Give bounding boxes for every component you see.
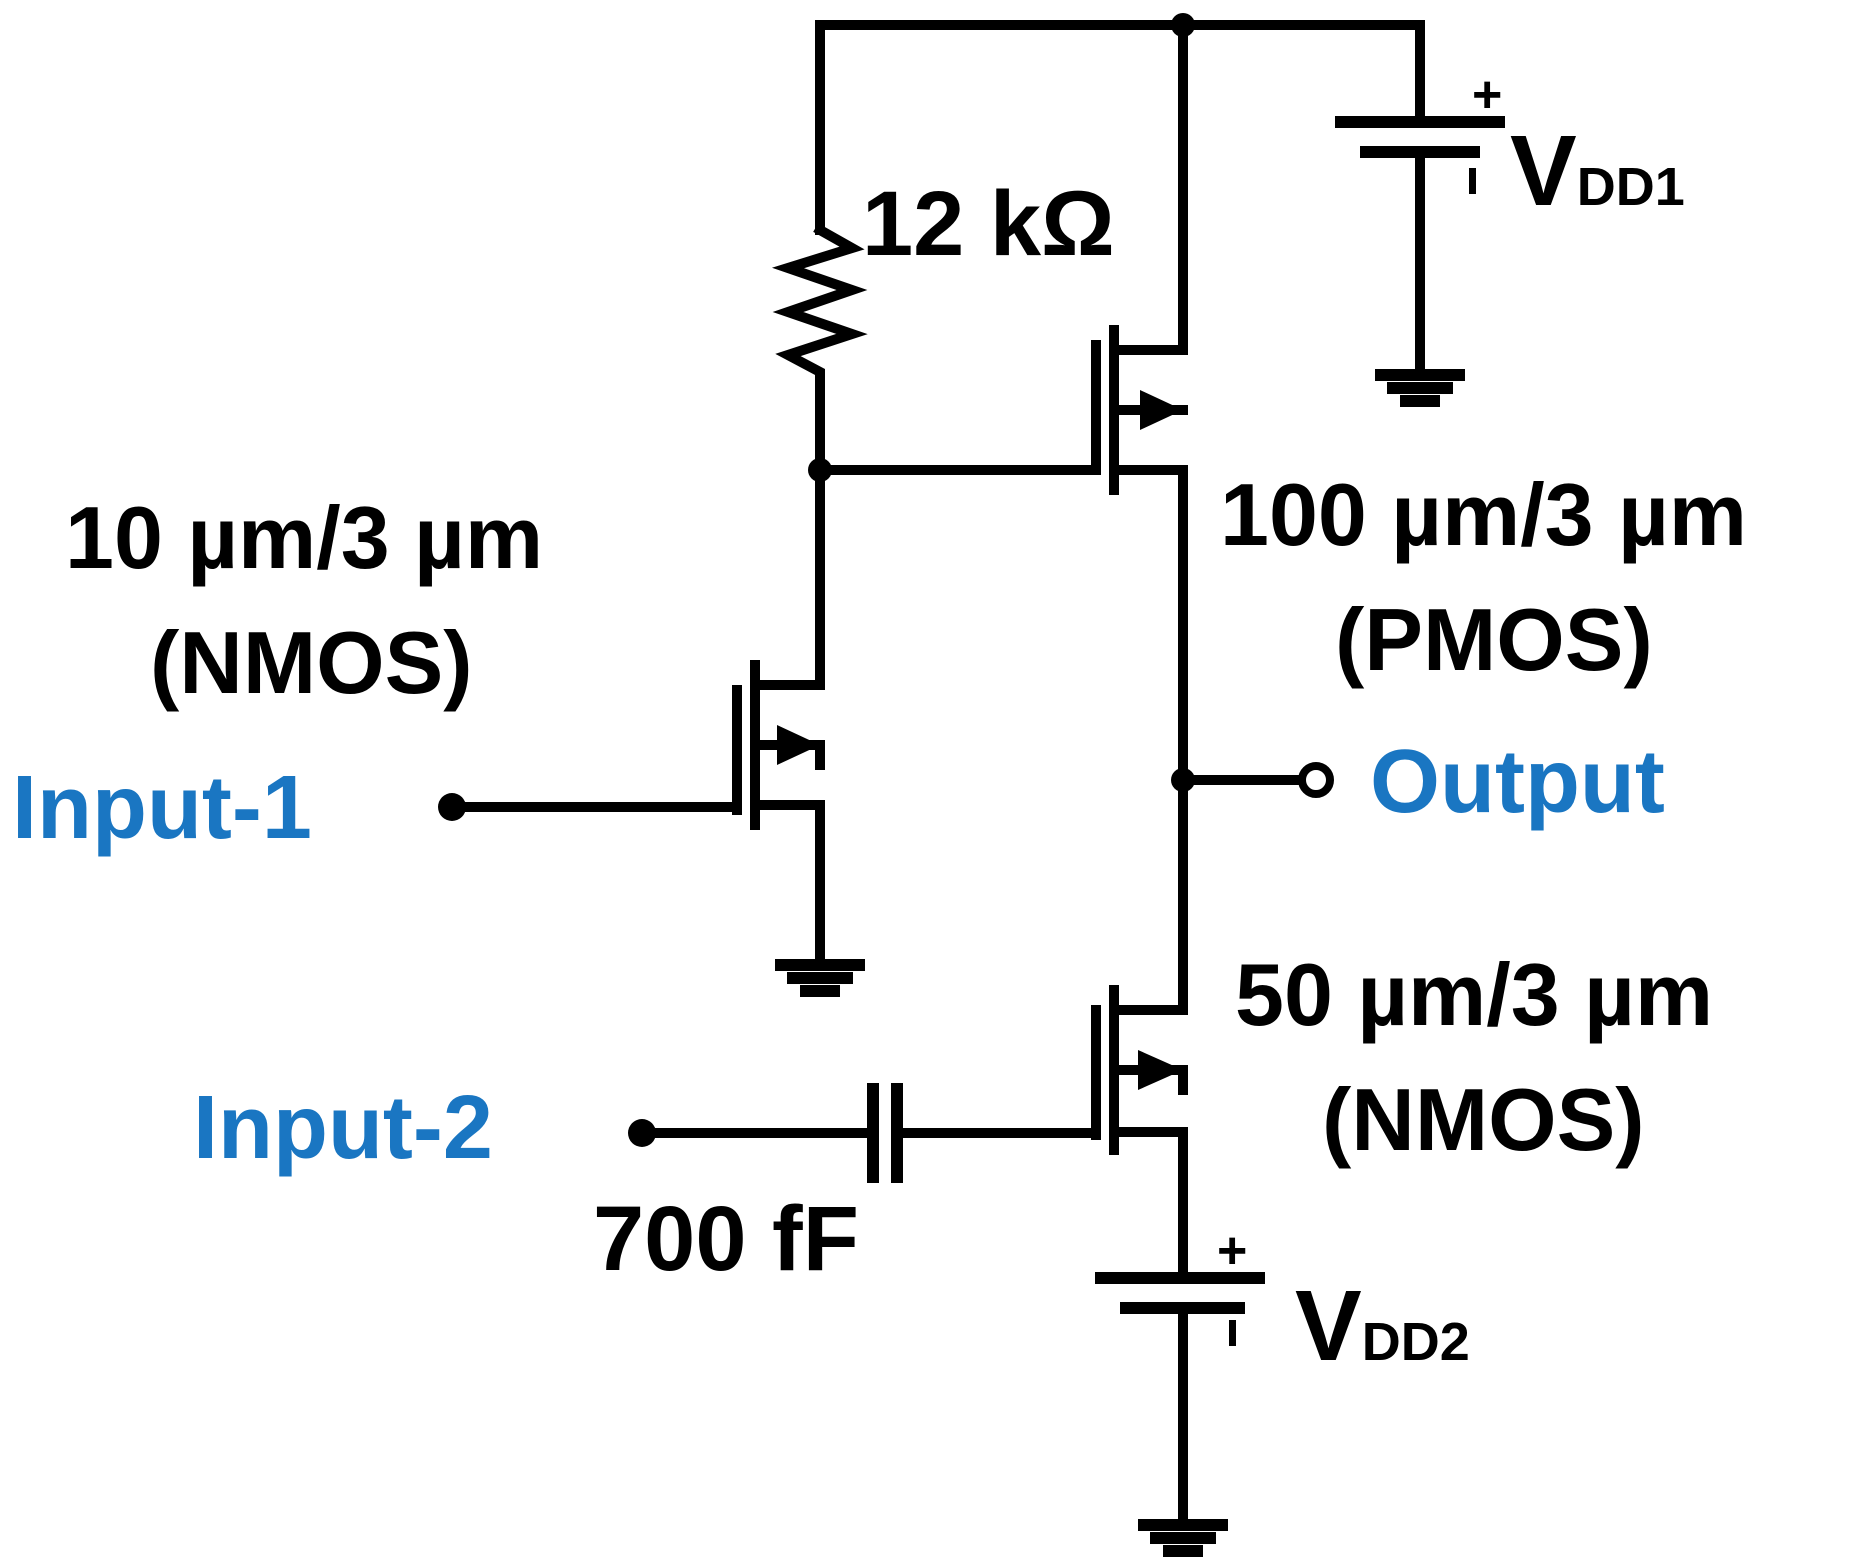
capacitor-label: 700 fF [593,1188,859,1290]
input2-label: Input-2 [193,1078,493,1178]
input1-terminal [438,793,466,821]
output-terminal [1298,762,1334,798]
resistor-label: 12 kΩ [862,173,1115,275]
vdd1-label: VDD1 [1510,115,1685,227]
vdd2-plus-sign: + [1217,1222,1247,1280]
vdd2-label-sub: DD2 [1362,1312,1470,1372]
pmos-arrow [1140,390,1183,430]
pmos-transistor: 100 µm/3 µm (PMOS) [815,20,1747,785]
nmos2-type-label: (NMOS) [1322,1070,1645,1169]
vdd2-minus-sign [1229,1320,1236,1346]
vdd1-label-sub: DD1 [1577,157,1685,217]
pmos-type-label: (PMOS) [1335,590,1653,689]
vdd1-plus-sign: + [1472,66,1502,124]
vdd1-battery: + VDD1 [1335,66,1685,380]
nmos1-arrow [777,725,820,765]
vdd1-minus-sign [1469,168,1476,194]
nmos2-transistor: 50 µm/3 µm (NMOS) [895,775,1713,1283]
ground-symbol-vdd2 [1138,1519,1228,1557]
ground-symbol-nmos1 [775,959,865,997]
resistor-12k: 12 kΩ [771,173,1115,475]
nmos2-arrow [1138,1050,1183,1090]
input1-label: Input-1 [12,758,312,858]
nmos1-transistor: 10 µm/3 µm (NMOS) Input-1 [12,465,825,970]
ground-symbol-vdd1 [1375,369,1465,407]
output-label: Output [1370,732,1665,832]
nmos1-size-label: 10 µm/3 µm [65,488,543,587]
nmos1-type-label: (NMOS) [150,613,473,712]
capacitor-700f: 700 fF Input-2 [193,1078,903,1290]
output-node: Output [1171,732,1665,832]
vdd2-label: VDD2 [1295,1270,1470,1382]
input2-terminal [628,1119,656,1147]
vdd2-battery: + VDD2 [1095,1222,1470,1530]
nmos2-size-label: 50 µm/3 µm [1235,945,1713,1044]
pmos-size-label: 100 µm/3 µm [1220,465,1747,564]
